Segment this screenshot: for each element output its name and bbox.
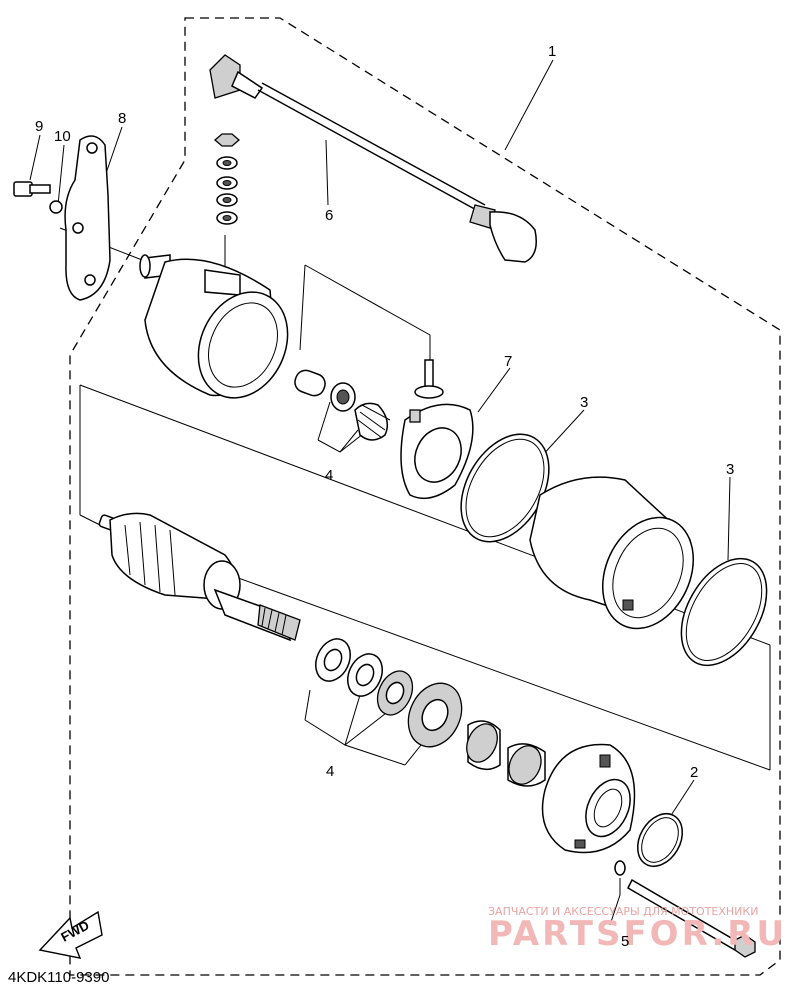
callout-4-upper: 4 xyxy=(325,467,333,484)
armature xyxy=(98,512,301,642)
callout-2: 2 xyxy=(690,764,698,781)
watermark: ЗАПЧАСТИ И АКСЕССУАРЫ ДЛЯ МОТОТЕХНИКИ PA… xyxy=(488,905,787,954)
watermark-caption: ЗАПЧАСТИ И АКСЕССУАРЫ ДЛЯ МОТОТЕХНИКИ xyxy=(488,905,758,918)
through-bolt xyxy=(627,878,756,958)
assembly-boundary xyxy=(69,17,781,976)
callout-4-lower: 4 xyxy=(326,763,334,780)
callout-6: 6 xyxy=(325,207,333,224)
front-cover xyxy=(139,254,289,399)
brush-plate xyxy=(400,359,474,500)
callout-9: 9 xyxy=(35,118,43,135)
callout-5: 5 xyxy=(621,933,629,950)
callout-1: 1 xyxy=(548,43,556,60)
callout-3-upper: 3 xyxy=(580,394,588,411)
o-ring-lower xyxy=(680,557,768,667)
nut-washer-stack xyxy=(214,133,240,225)
rear-cover xyxy=(541,743,636,854)
small-o-ring xyxy=(614,860,626,876)
brush-parts-upper xyxy=(294,369,391,441)
callout-7: 7 xyxy=(504,353,512,370)
forward-arrow: FWD xyxy=(38,910,103,959)
callout-10: 10 xyxy=(54,128,71,145)
callouts: 1 2 3 3 4 4 5 6 7 8 9 10 xyxy=(35,43,734,950)
o-ring-2 xyxy=(636,813,684,867)
bracket-parts xyxy=(13,135,111,301)
washer-set-lower xyxy=(315,638,463,748)
callout-8: 8 xyxy=(118,110,126,127)
bearings xyxy=(466,720,546,787)
diagram-code: 4KDK110-9390 xyxy=(8,969,109,986)
callout-3-lower: 3 xyxy=(726,461,734,478)
yoke xyxy=(529,476,695,630)
watermark-brand: PARTSFOR.RU xyxy=(488,914,787,954)
lead-wire xyxy=(209,54,537,263)
